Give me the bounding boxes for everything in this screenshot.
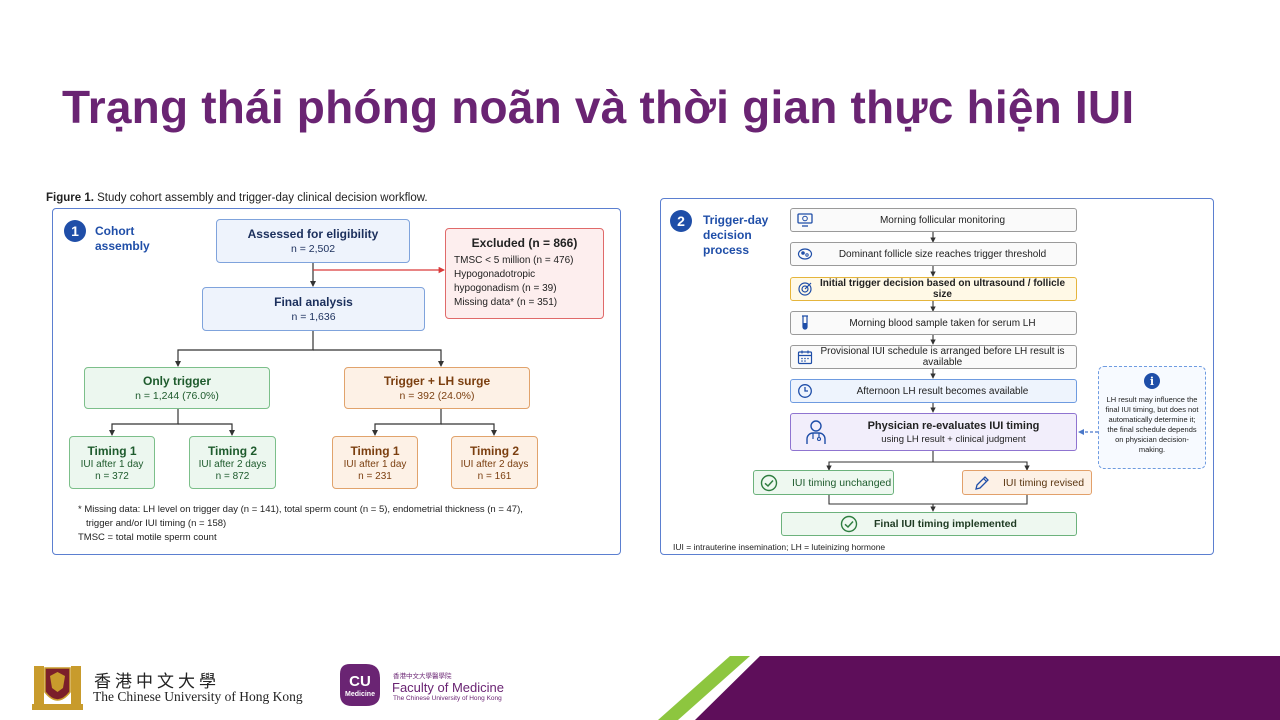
timing-n: n = 161	[477, 470, 512, 482]
info-text: LH result may influence the final IUI ti…	[1105, 395, 1199, 454]
check-circle-icon	[834, 515, 864, 533]
trigger-day-title-line2: decision	[703, 228, 752, 242]
note-line: trigger and/or IUI timing (n = 158)	[86, 518, 227, 529]
cuhk-chinese-name: 香港中文大學	[94, 672, 220, 692]
cu-medicine-logo: CU Medicine	[340, 664, 380, 706]
physician-icon	[791, 419, 841, 445]
final-timing-label: Final IUI timing implemented	[874, 518, 1017, 530]
slide-title: Trạng thái phóng noãn và thời gian thực …	[62, 81, 1135, 133]
step-afternoon-lh: Afternoon LH result becomes available	[790, 379, 1077, 403]
cohort-badge: 1	[64, 220, 86, 242]
physician-sub: using LH result + clinical judgment	[881, 433, 1026, 445]
missing-data-note: * Missing data: LH level on trigger day …	[78, 503, 523, 545]
trigger-lh-title: Trigger + LH surge	[383, 374, 491, 388]
timing-n: n = 372	[95, 470, 129, 482]
timing-desc: IUI after 1 day	[80, 458, 144, 470]
trigger-day-title-line3: process	[703, 243, 750, 257]
trigger-day-badge: 2	[670, 210, 692, 232]
timing-desc: IUI after 2 days	[460, 458, 529, 470]
excluded-title: Excluded (n = 866)	[471, 236, 578, 250]
step-provisional-schedule: Provisional IUI schedule is arranged bef…	[790, 345, 1077, 369]
svg-text:CU: CU	[349, 673, 371, 690]
cuhk-english-name: The Chinese University of Hong Kong	[93, 689, 303, 704]
step-label: Morning follicular monitoring	[879, 214, 1006, 226]
trigger-day-title: Trigger-day decision process	[703, 213, 768, 258]
cohort-title-line1: Cohort	[95, 224, 135, 238]
note-line: * Missing data: LH level on trigger day …	[78, 504, 523, 515]
final-analysis-n: n = 1,636	[291, 311, 336, 323]
timing-n: n = 872	[215, 470, 250, 482]
step-label: Morning blood sample taken for serum LH	[849, 317, 1036, 329]
timing-desc: IUI after 2 days	[198, 458, 267, 470]
timing-box: Timing 1 IUI after 1 day n = 231	[332, 436, 418, 489]
note-line: TMSC = total motile sperm count	[78, 532, 217, 543]
timing-title: Timing 1	[350, 443, 400, 458]
only-trigger-n: n = 1,244 (76.0%)	[135, 390, 219, 402]
step-label: Initial trigger decision based on ultras…	[819, 278, 1066, 300]
cohort-title-line2: assembly	[95, 239, 150, 253]
timing-box: Timing 2 IUI after 2 days n = 872	[189, 436, 276, 489]
timing-revised-box: IUI timing revised	[962, 470, 1092, 495]
abbreviations-note: IUI = intrauterine insemination; LH = lu…	[673, 542, 886, 552]
step-dominant-follicle: Dominant follicle size reaches trigger t…	[790, 242, 1077, 266]
step-label: Afternoon LH result becomes available	[856, 385, 1029, 397]
excluded-item: hypogonadism (n = 39)	[454, 283, 557, 294]
target-icon	[791, 281, 819, 297]
trigger-lh-n: n = 392 (24.0%)	[399, 390, 475, 402]
assessed-title: Assessed for eligibility	[247, 227, 379, 241]
figure-caption-text: Study cohort assembly and trigger-day cl…	[93, 192, 428, 204]
step-label: Provisional IUI schedule is arranged bef…	[820, 346, 1065, 368]
timing-n: n = 231	[358, 470, 392, 482]
clock-icon	[791, 383, 819, 399]
excluded-box: Excluded (n = 866) TMSC < 5 million (n =…	[445, 228, 604, 319]
assessed-box: Assessed for eligibility n = 2,502	[216, 219, 410, 263]
excluded-item: TMSC < 5 million (n = 476)	[454, 255, 574, 266]
unchanged-label: IUI timing unchanged	[792, 476, 892, 489]
only-trigger-box: Only trigger n = 1,244 (76.0%)	[84, 367, 270, 409]
revised-label: IUI timing revised	[1003, 476, 1085, 489]
cuhk-crest-logo	[32, 666, 83, 710]
timing-title: Timing 2	[207, 443, 258, 458]
timing-desc: IUI after 1 day	[343, 458, 407, 470]
timing-title: Timing 1	[87, 443, 137, 458]
svg-text:Medicine: Medicine	[345, 691, 375, 698]
step-blood-sample: Morning blood sample taken for serum LH	[790, 311, 1077, 335]
check-circle-icon	[754, 474, 784, 492]
calendar-icon	[791, 349, 819, 365]
figure-caption: Figure 1. Study cohort assembly and trig…	[46, 192, 428, 204]
timing-title: Timing 2	[469, 443, 520, 458]
faculty-chinese-name: 香港中文大學醫學院	[393, 672, 452, 680]
test-tube-icon	[791, 315, 819, 331]
ultrasound-monitor-icon	[791, 213, 819, 227]
step-initial-trigger: Initial trigger decision based on ultras…	[790, 277, 1077, 301]
lh-info-box: i LH result may influence the final IUI …	[1098, 366, 1206, 469]
timing-box: Timing 1 IUI after 1 day n = 372	[69, 436, 155, 489]
timing-box: Timing 2 IUI after 2 days n = 161	[451, 436, 538, 489]
physician-label: Physician re-evaluates IUI timing using …	[841, 420, 1076, 445]
faculty-subtitle: The Chinese University of Hong Kong	[393, 695, 502, 702]
final-analysis-box: Final analysis n = 1,636	[202, 287, 425, 331]
physician-title: Physician re-evaluates IUI timing	[867, 419, 1040, 432]
assessed-n: n = 2,502	[290, 243, 336, 255]
excluded-item: Hypogonadotropic	[454, 269, 536, 280]
follicle-icon	[791, 247, 819, 261]
trigger-lh-box: Trigger + LH surge n = 392 (24.0%)	[344, 367, 530, 409]
only-trigger-title: Only trigger	[142, 374, 211, 388]
excluded-item: Missing data* (n = 351)	[454, 297, 558, 308]
figure-caption-label: Figure 1.	[46, 192, 94, 204]
faculty-english-name: Faculty of Medicine	[392, 680, 504, 695]
final-analysis-title: Final analysis	[274, 295, 353, 309]
info-icon: i	[1144, 373, 1160, 389]
pencil-icon	[967, 474, 997, 492]
timing-unchanged-box: IUI timing unchanged	[753, 470, 894, 495]
final-timing-box: Final IUI timing implemented	[781, 512, 1077, 536]
step-physician-reevaluates: Physician re-evaluates IUI timing using …	[790, 413, 1077, 451]
cohort-title: Cohort assembly	[95, 224, 150, 254]
step-label: Dominant follicle size reaches trigger t…	[838, 248, 1047, 260]
step-morning-monitoring: Morning follicular monitoring	[790, 208, 1077, 232]
trigger-day-title-line1: Trigger-day	[703, 213, 769, 227]
